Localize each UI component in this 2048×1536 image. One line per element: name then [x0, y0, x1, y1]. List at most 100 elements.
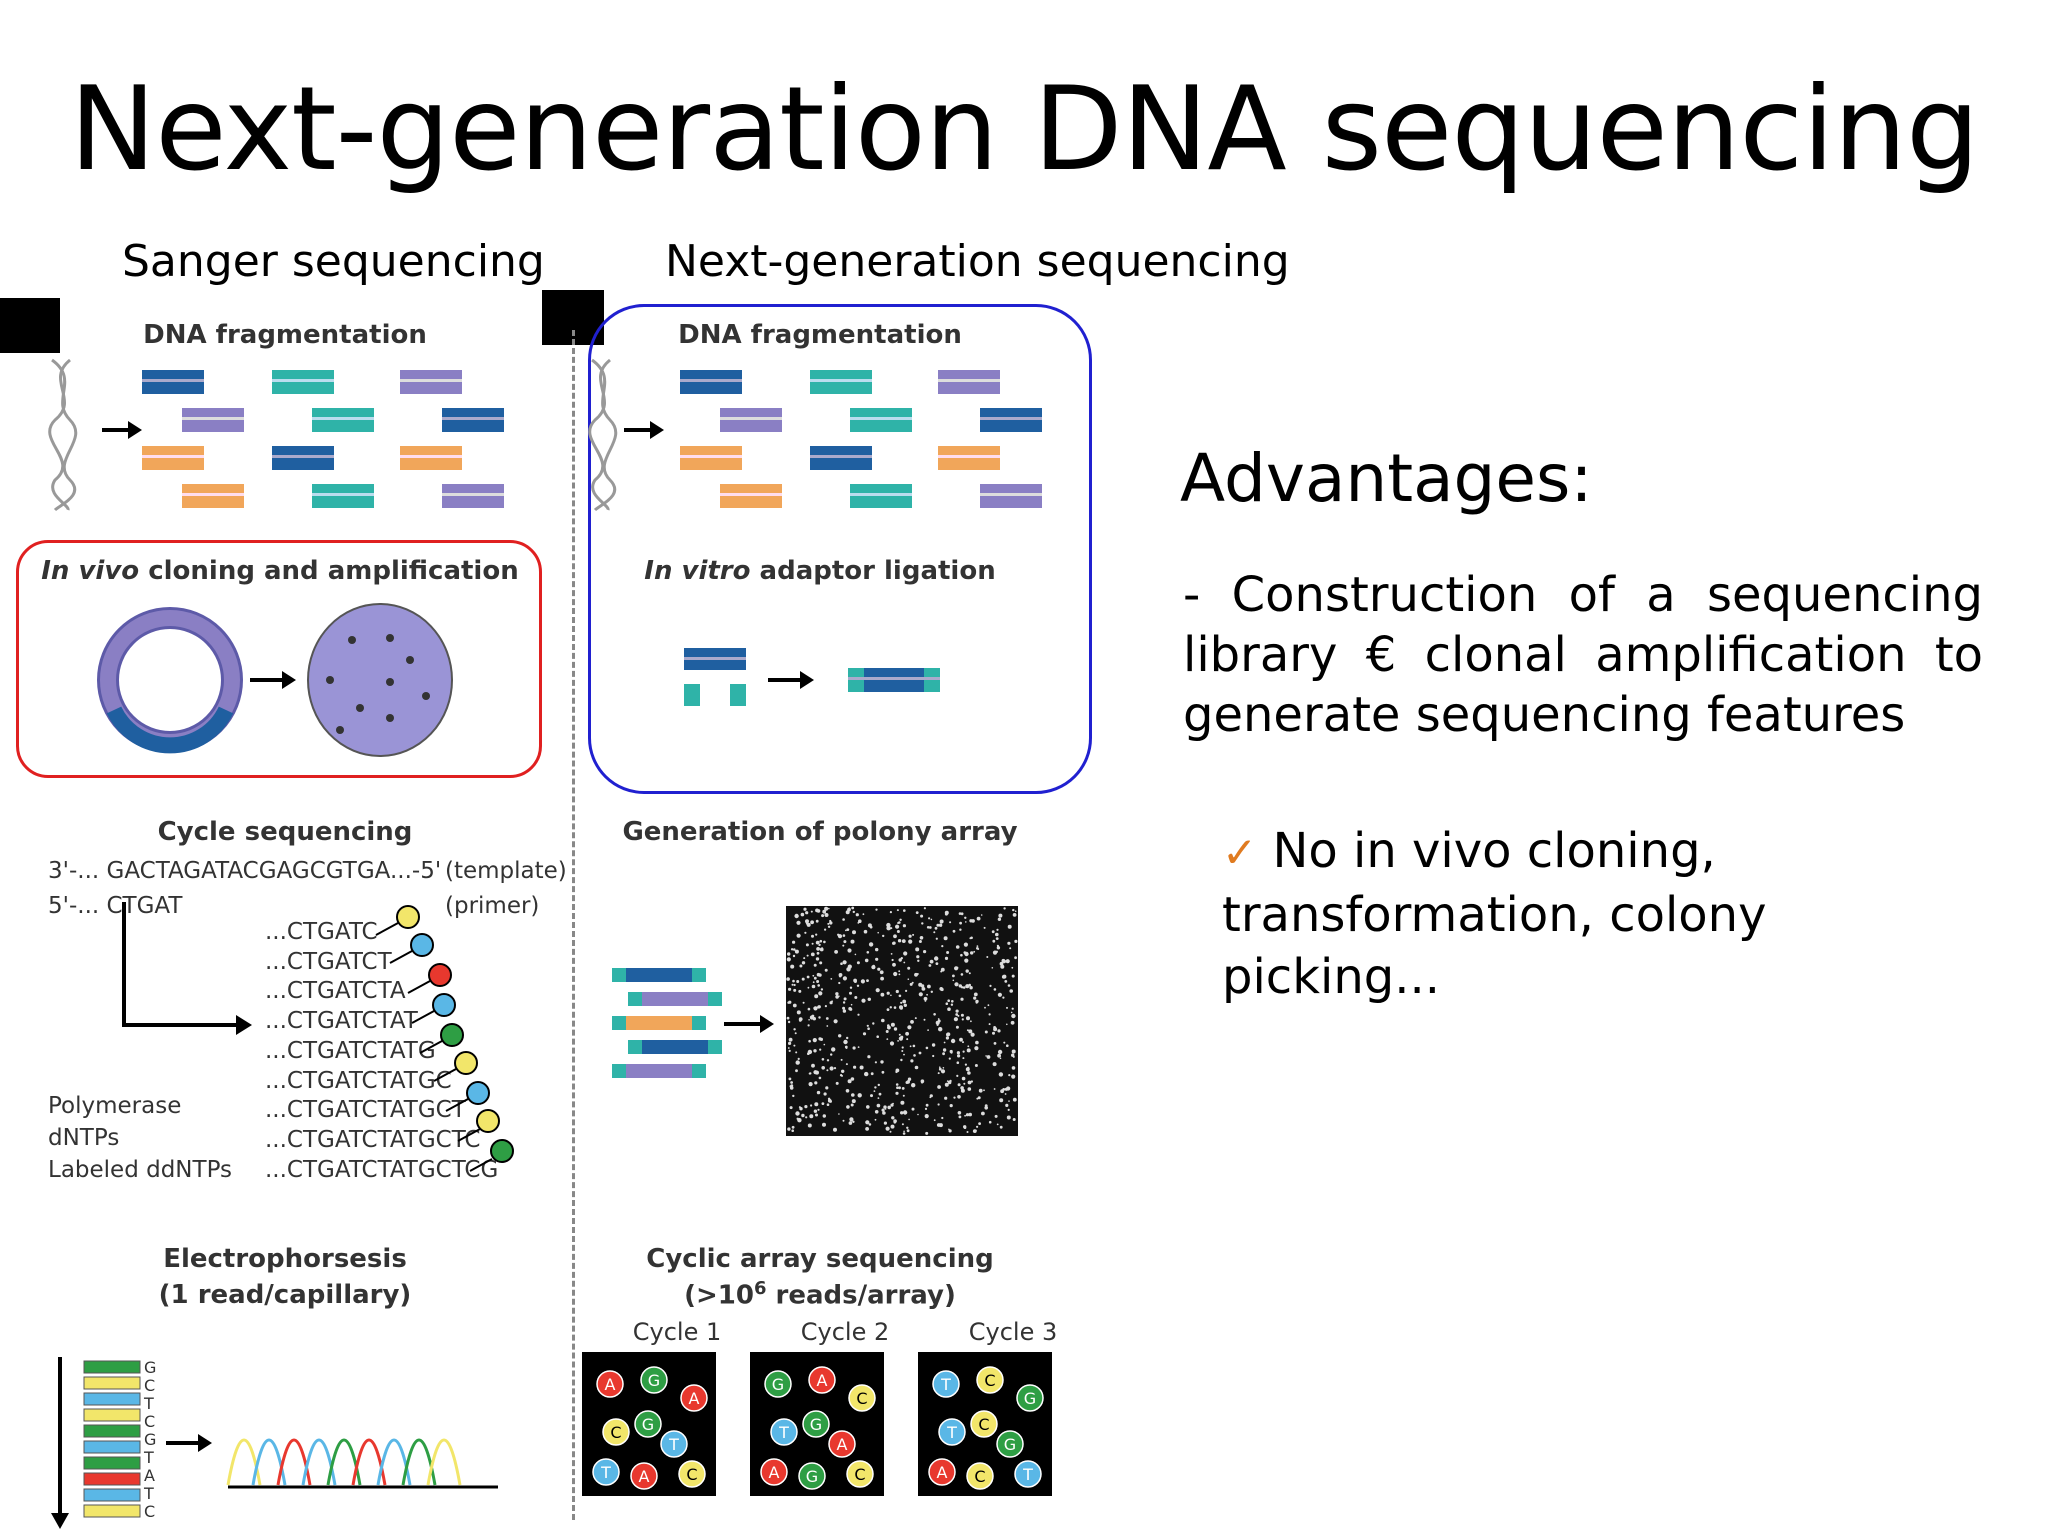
polony-spot	[843, 940, 847, 944]
polony-spot	[969, 919, 973, 923]
polony-spot	[857, 1013, 860, 1016]
polony-spot	[984, 1106, 988, 1110]
polony-spot	[850, 939, 855, 944]
polony-spot	[878, 1092, 882, 1096]
polony-spot	[952, 974, 955, 978]
arrow-right-icon	[800, 671, 814, 689]
sanger-step-cycle-sequencing-label: Cycle sequencing	[157, 817, 413, 847]
polony-spot	[791, 983, 794, 986]
polony-spot	[973, 992, 978, 997]
cycle-label: Cycle 2	[800, 1318, 890, 1346]
polony-spot	[923, 907, 926, 910]
polony-spot	[817, 1005, 821, 1009]
polony-spot	[840, 962, 843, 965]
polony-spot	[967, 1080, 972, 1085]
polony-spot	[867, 1055, 871, 1059]
electrophoresis-graphic: G C T C G T A T C	[51, 1357, 498, 1529]
polony-spot	[912, 1044, 916, 1048]
polony-spot	[899, 1006, 903, 1010]
polony-spot	[959, 928, 962, 931]
polony-spot	[881, 1108, 885, 1112]
base-call-letter: T	[1022, 1465, 1033, 1484]
bacterial-colony-icon	[307, 603, 453, 757]
polony-spot	[898, 1033, 901, 1036]
polony-spot	[946, 951, 950, 954]
polony-spot	[813, 963, 817, 967]
polony-spot	[915, 947, 920, 952]
polony-spot	[902, 999, 907, 1004]
polony-spot	[799, 1107, 803, 1111]
polony-spot	[937, 1085, 941, 1089]
polony-spot	[850, 1103, 854, 1107]
base-call-letter: A	[639, 1467, 650, 1486]
polony-spot	[964, 1063, 967, 1066]
polony-spot	[993, 1042, 997, 1045]
polony-spot	[850, 1003, 853, 1006]
polony-spot	[1002, 996, 1005, 999]
base-call-letter: A	[689, 1389, 700, 1408]
polony-spot	[980, 914, 983, 916]
polony-spot	[976, 1125, 979, 1128]
polony-spot	[964, 958, 969, 963]
polony-spot	[816, 947, 820, 951]
polony-spot	[788, 1077, 792, 1081]
polony-spot	[1011, 974, 1015, 978]
polony-spot	[809, 1114, 814, 1119]
polony-spot	[935, 937, 938, 940]
polony-spot	[858, 919, 862, 923]
extension-product: ...CTGATCT	[265, 948, 392, 975]
polony-spot	[970, 1032, 975, 1037]
polony-spot	[1009, 947, 1012, 950]
polony-spot	[925, 1103, 929, 1107]
polony-spot	[942, 1052, 945, 1056]
polony-spot	[1011, 966, 1014, 969]
polony-spot	[1003, 907, 1006, 910]
polony-spot	[883, 1105, 887, 1109]
polony-spot	[931, 1043, 936, 1047]
polony-spot	[813, 1007, 815, 1009]
base-call-spot	[976, 1366, 1004, 1394]
polony-spot	[791, 1125, 795, 1129]
polony-spot	[795, 1060, 800, 1065]
base-call-spot	[802, 1410, 830, 1438]
polony-spot	[846, 1036, 849, 1040]
polony-spot	[900, 1111, 904, 1115]
polony-spot	[817, 1108, 820, 1111]
polony-spot	[818, 943, 821, 946]
polony-spot	[991, 967, 994, 969]
ngs-step-fragmentation-label: DNA fragmentation	[678, 320, 962, 350]
extension-product: ...CTGATCTATGCTCG	[265, 1156, 499, 1183]
chromatogram-trace	[226, 1438, 462, 1486]
polony-spot	[818, 991, 823, 996]
polony-spot	[816, 980, 820, 983]
polony-spot	[851, 1093, 855, 1097]
svg-text:C: C	[144, 1376, 155, 1395]
polony-spot	[828, 907, 830, 910]
polony-spot	[997, 917, 1002, 921]
polony-spot	[788, 1049, 791, 1052]
plasmid-icon	[97, 607, 243, 754]
polony-spot	[814, 1102, 819, 1107]
polony-spot	[966, 1048, 971, 1053]
polony-spot	[831, 1000, 833, 1003]
base-call-letter: T	[600, 1463, 611, 1482]
dna-helix-icon	[588, 358, 618, 512]
polony-spot	[880, 992, 885, 997]
polony-spot	[792, 954, 796, 958]
polony-spot	[838, 974, 842, 978]
svg-text:T: T	[143, 1394, 154, 1413]
polony-spot	[962, 1041, 964, 1044]
polony-spot	[856, 961, 860, 965]
polony-spot	[843, 1039, 848, 1045]
arrow-right-icon	[650, 421, 664, 439]
polony-spot	[826, 1025, 829, 1027]
reagent-item: Labeled ddNTPs	[48, 1157, 233, 1183]
polony-spot	[914, 1065, 919, 1070]
sanger-step-cloning-label: In vivo cloning and amplification	[41, 556, 519, 586]
polony-spot	[945, 1002, 949, 1005]
ngs-step-cyclic-array-sublabel: (>106 reads/array)	[684, 1278, 956, 1311]
polony-spot	[822, 1122, 826, 1127]
polony-spot	[807, 986, 810, 989]
polony-spot	[918, 982, 923, 987]
polony-spot	[955, 1013, 959, 1016]
